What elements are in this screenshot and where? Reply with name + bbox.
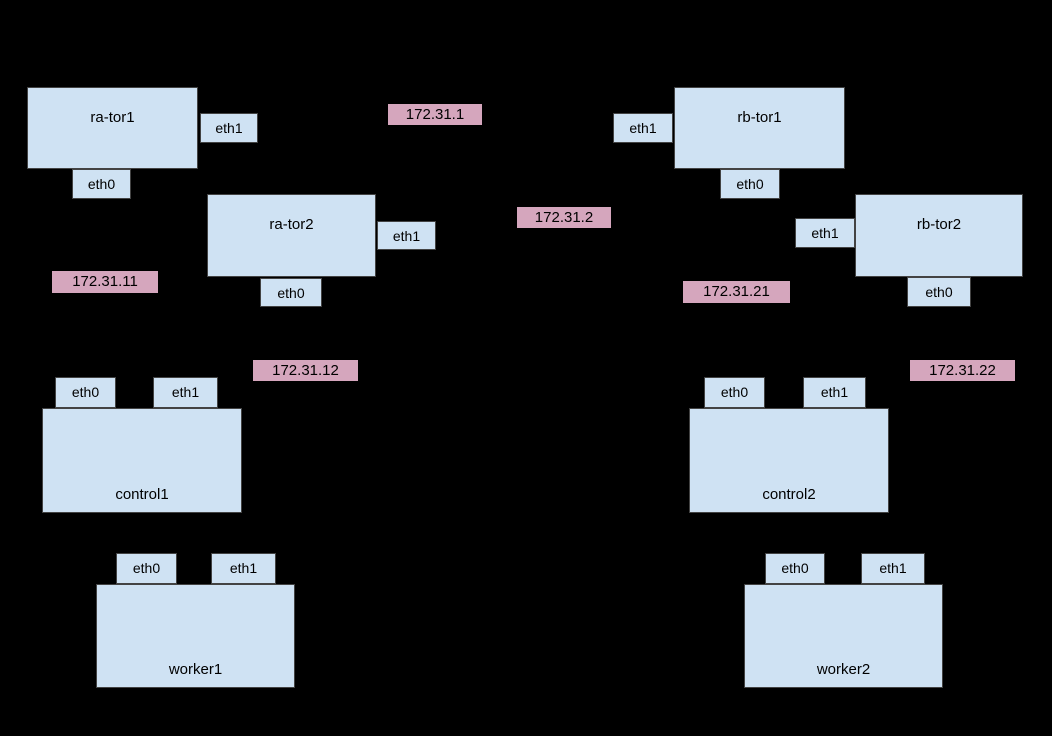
node-rb-tor2-label: rb-tor2 [916, 216, 962, 233]
iface-control2-eth0: eth0 [704, 377, 765, 408]
iface-worker2-eth0: eth0 [765, 553, 825, 584]
iface-ra-tor2-eth1: eth1 [377, 221, 436, 250]
ip-label-172-31-21: 172.31.21 [683, 281, 790, 303]
node-rb-tor1-label: rb-tor1 [737, 109, 782, 126]
iface-ra-tor1-eth1: eth1 [200, 113, 258, 143]
iface-rb-tor2-eth1: eth1 [795, 218, 855, 248]
iface-rb-tor2-eth0: eth0 [907, 277, 971, 307]
node-worker1-label: worker1 [168, 661, 223, 678]
ip-label-172-31-12: 172.31.12 [253, 360, 358, 381]
node-ra-tor1: ra-tor1 [27, 87, 198, 169]
node-control2-label: control2 [762, 486, 816, 503]
node-worker1: worker1 [96, 584, 295, 688]
node-control2: control2 [689, 408, 889, 513]
node-ra-tor2: ra-tor2 [207, 194, 376, 277]
iface-rb-tor1-eth1: eth1 [613, 113, 673, 143]
iface-control1-eth1: eth1 [153, 377, 218, 408]
ip-label-172-31-11: 172.31.11 [52, 271, 158, 293]
node-worker2: worker2 [744, 584, 943, 688]
node-rb-tor2: rb-tor2 [855, 194, 1023, 277]
iface-rb-tor1-eth0: eth0 [720, 169, 780, 199]
iface-worker2-eth1: eth1 [861, 553, 925, 584]
iface-worker1-eth0: eth0 [116, 553, 177, 584]
node-ra-tor2-label: ra-tor2 [269, 216, 314, 233]
iface-worker1-eth1: eth1 [211, 553, 276, 584]
ip-label-172-31-2: 172.31.2 [517, 207, 611, 228]
ip-label-172-31-1: 172.31.1 [388, 104, 482, 125]
ip-label-172-31-22: 172.31.22 [910, 360, 1015, 381]
node-rb-tor1: rb-tor1 [674, 87, 845, 169]
node-worker2-label: worker2 [816, 661, 871, 678]
node-control1-label: control1 [115, 486, 169, 503]
iface-ra-tor1-eth0: eth0 [72, 169, 131, 199]
iface-control1-eth0: eth0 [55, 377, 116, 408]
node-control1: control1 [42, 408, 242, 513]
node-ra-tor1-label: ra-tor1 [90, 109, 135, 126]
iface-control2-eth1: eth1 [803, 377, 866, 408]
iface-ra-tor2-eth0: eth0 [260, 278, 322, 307]
